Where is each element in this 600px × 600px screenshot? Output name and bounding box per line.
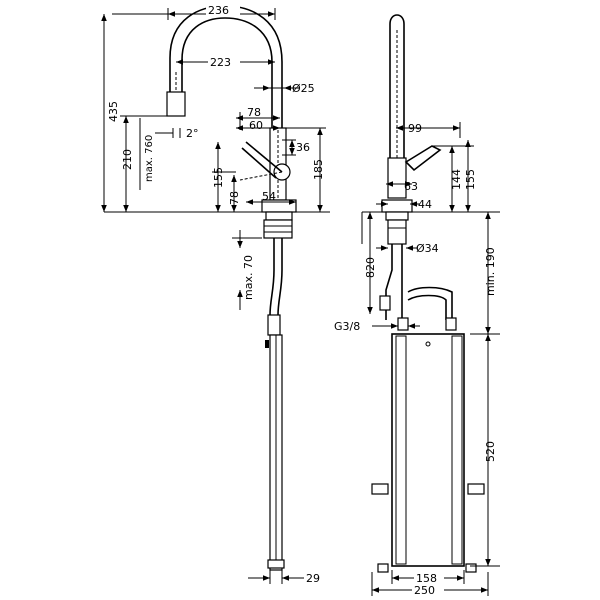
dim-hose-width: 29 <box>306 572 320 585</box>
dim-hose-diameter: Ø25 <box>292 82 315 95</box>
dim-hole-diameter: Ø34 <box>416 242 439 255</box>
dim-thread: G3/8 <box>334 320 360 333</box>
dim-lever-height: 155 <box>212 167 225 188</box>
hose <box>269 238 275 316</box>
dim-lever-offset-1: 78 <box>247 106 261 119</box>
dim-spout-height: 210 <box>121 149 134 170</box>
dim-lever-offset-2: 60 <box>249 119 263 132</box>
dim-angle: 2° <box>186 127 199 140</box>
dim-lever-h1: 144 <box>450 169 463 190</box>
dim-overall-height: 435 <box>107 101 120 122</box>
spout-inner <box>181 17 273 150</box>
box-outline <box>391 333 465 567</box>
dim-reach: 223 <box>210 56 231 69</box>
dim-base-width: 54 <box>262 190 276 203</box>
dim-width-total: 236 <box>208 4 229 17</box>
side-view: 236 223 Ø25 435 210 max. 760 2° 78 60 36 <box>101 4 330 585</box>
dim-lever-base: 78 <box>228 191 241 205</box>
front-spout <box>389 14 405 160</box>
front-view: 99 144 155 63 44 Ø34 820 G3/8 min. 190 <box>334 14 500 597</box>
dim-box-height: 520 <box>484 441 497 462</box>
dim-hose-length: 820 <box>364 257 377 278</box>
dim-max-pullout: max. 760 <box>144 135 155 182</box>
dim-box-outer-width: 250 <box>414 584 435 597</box>
dim-body-height: 185 <box>312 159 325 180</box>
dim-lever-reach: 99 <box>408 122 422 135</box>
dim-max-thickness: max. 70 <box>242 255 255 300</box>
dim-base-w2: 44 <box>418 198 432 211</box>
dim-box-inner-width: 158 <box>416 572 437 585</box>
dim-lever-h2: 155 <box>464 169 477 190</box>
dim-lever-diameter: 36 <box>296 141 310 154</box>
dim-base-w1: 63 <box>404 180 418 193</box>
dim-min-clearance: min. 190 <box>484 247 497 296</box>
